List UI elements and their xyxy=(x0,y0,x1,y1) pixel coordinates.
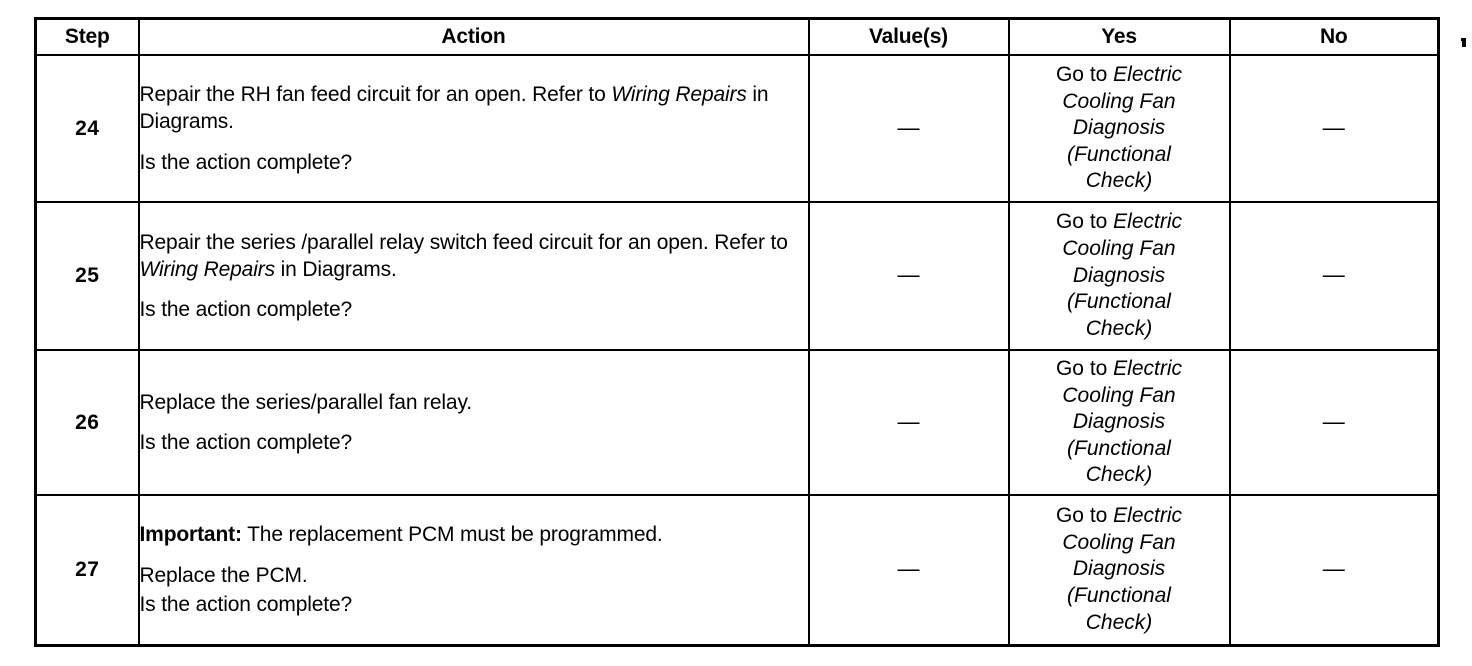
action-important-note: Important: The replacement PCM must be p… xyxy=(140,521,808,548)
goto-target-line: Diagnosis xyxy=(1072,557,1166,581)
no-dash: — xyxy=(1322,555,1345,581)
value-dash: — xyxy=(897,262,920,287)
goto-target-line: Cooling Fan xyxy=(1062,237,1176,261)
value-dash: — xyxy=(897,408,920,434)
no-dash: — xyxy=(1322,114,1345,140)
action-reference-title: Wiring Repairs xyxy=(139,257,276,281)
no-dash: — xyxy=(1322,262,1345,287)
value-cell: — xyxy=(807,54,1010,203)
goto-target-line: Electric xyxy=(1113,210,1183,234)
action-cell: Repair the RH fan feed circuit for an op… xyxy=(137,54,810,203)
diagnostic-table: Step Action Value(s) Yes No 24 Repair th… xyxy=(34,17,1440,647)
table-row: 27 Important: The replacement PCM must b… xyxy=(34,494,1440,646)
action-cell: Repair the series /parallel relay switch… xyxy=(137,201,810,351)
goto-target-line: Cooling Fan xyxy=(1062,89,1176,113)
table-header-row: Step Action Value(s) Yes No xyxy=(34,17,1440,56)
no-cell: — xyxy=(1228,349,1440,496)
action-cell: Replace the series/parallel fan relay. I… xyxy=(137,349,810,496)
action-reference-title: Wiring Repairs xyxy=(611,83,747,107)
column-header-step: Step xyxy=(34,17,140,56)
goto-target-line: Diagnosis xyxy=(1072,116,1166,140)
value-dash: — xyxy=(897,114,920,140)
no-dash: — xyxy=(1322,408,1345,434)
action-instruction: Repair the series /parallel relay switch… xyxy=(140,229,808,284)
action-instruction: Repair the RH fan feed circuit for an op… xyxy=(140,81,808,136)
yes-cell: Go to Electric Cooling Fan Diagnosis (Fu… xyxy=(1007,494,1231,646)
goto-lead-text: Go to xyxy=(1055,210,1114,234)
goto-target-line: Diagnosis xyxy=(1072,263,1166,287)
table-row: 25 Repair the series /parallel relay swi… xyxy=(34,201,1440,351)
scan-artifact-speck xyxy=(1461,38,1466,47)
action-instruction: Replace the series/parallel fan relay. xyxy=(139,390,473,414)
action-text-part: Repair the RH fan feed circuit for an op… xyxy=(139,83,612,107)
goto-target-line: Check) xyxy=(1085,463,1153,487)
goto-target-line: (Functional xyxy=(1067,290,1171,314)
yes-cell: Go to Electric Cooling Fan Diagnosis (Fu… xyxy=(1007,349,1231,496)
goto-target-line: Electric xyxy=(1113,62,1183,86)
no-cell: — xyxy=(1228,494,1440,646)
no-cell: — xyxy=(1228,54,1440,203)
goto-lead-text: Go to xyxy=(1055,504,1114,528)
goto-target-line: (Functional xyxy=(1067,142,1171,166)
yes-cell: Go to Electric Cooling Fan Diagnosis (Fu… xyxy=(1007,201,1231,351)
goto-target-line: Electric xyxy=(1113,504,1183,528)
column-header-values: Value(s) xyxy=(807,17,1010,56)
step-number: 24 xyxy=(34,54,140,203)
column-header-action: Action xyxy=(137,17,810,56)
step-number: 25 xyxy=(34,201,140,351)
important-label: Important: xyxy=(139,523,242,547)
step-number: 26 xyxy=(34,349,140,496)
goto-target-line: Electric xyxy=(1113,356,1183,380)
goto-target-line: (Functional xyxy=(1067,584,1171,608)
table-row: 26 Replace the series/parallel fan relay… xyxy=(34,349,1440,496)
step-number: 27 xyxy=(34,494,140,646)
column-header-no: No xyxy=(1228,17,1440,56)
value-cell: — xyxy=(807,201,1010,351)
goto-target-line: Cooling Fan xyxy=(1062,530,1176,554)
value-cell: — xyxy=(807,494,1010,646)
no-cell: — xyxy=(1228,201,1440,351)
action-question: Is the action complete? xyxy=(139,431,353,454)
action-question: Is the action complete? xyxy=(139,592,353,616)
action-text-part: in Diagrams. xyxy=(139,83,769,134)
action-question: Is the action complete? xyxy=(139,298,353,322)
action-question: Is the action complete? xyxy=(139,150,353,174)
important-text: The replacement PCM must be programmed. xyxy=(241,523,663,547)
value-dash: — xyxy=(897,555,920,581)
goto-target-line: Check) xyxy=(1085,316,1153,340)
yes-cell: Go to Electric Cooling Fan Diagnosis (Fu… xyxy=(1007,54,1231,203)
action-instruction: Replace the PCM. xyxy=(139,563,308,587)
goto-lead-text: Go to xyxy=(1055,356,1114,380)
action-text-part: in Diagrams. xyxy=(274,257,397,281)
goto-target-line: Check) xyxy=(1085,169,1153,193)
action-cell: Important: The replacement PCM must be p… xyxy=(137,494,810,646)
action-text-part: Repair the series /parallel relay switch… xyxy=(139,230,788,254)
table-row: 24 Repair the RH fan feed circuit for an… xyxy=(34,54,1440,203)
goto-target-line: (Functional xyxy=(1067,436,1171,460)
goto-target-line: Check) xyxy=(1085,610,1153,634)
column-header-yes: Yes xyxy=(1007,17,1231,56)
goto-target-line: Cooling Fan xyxy=(1062,383,1176,407)
goto-lead-text: Go to xyxy=(1055,62,1114,86)
value-cell: — xyxy=(807,349,1010,496)
goto-target-line: Diagnosis xyxy=(1072,410,1166,434)
